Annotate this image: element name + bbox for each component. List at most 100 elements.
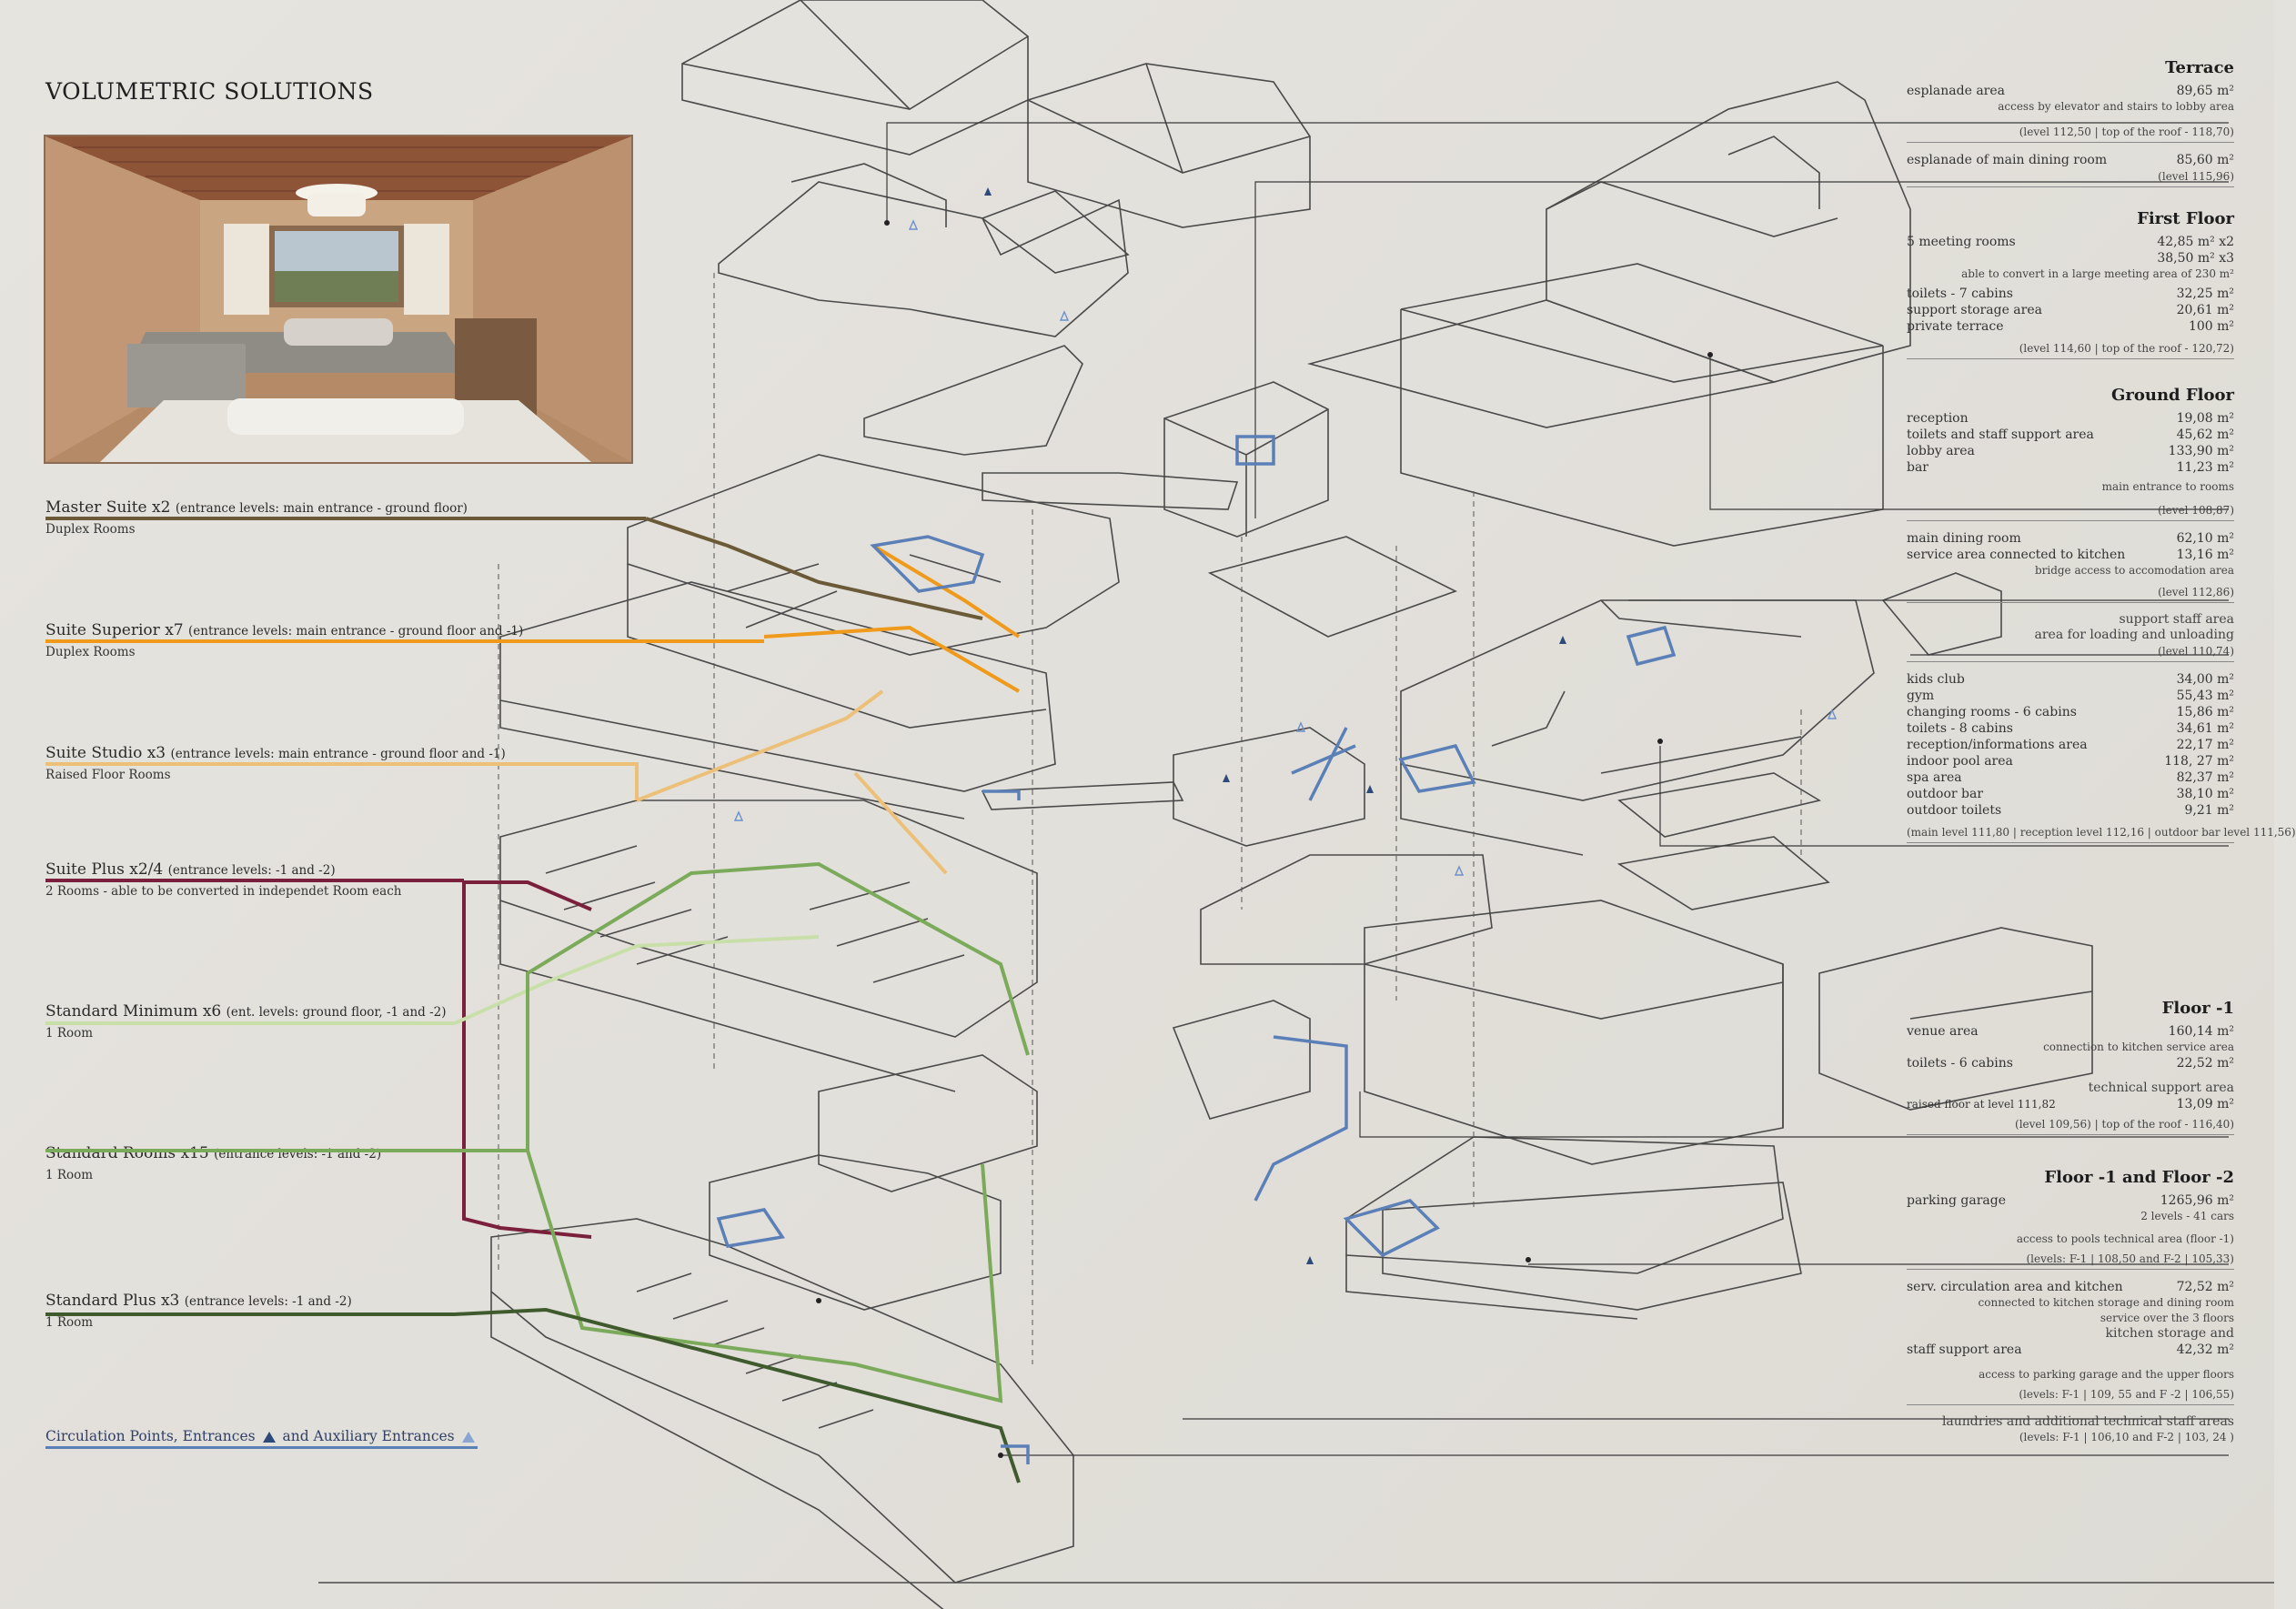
legend-suite-plus: Suite Plus x2/4 (entrance levels: -1 and… — [45, 860, 555, 899]
level-note: (level 110,74) — [1907, 643, 2234, 662]
legend-master-suite: Master Suite x2 (entrance levels: main e… — [45, 498, 555, 537]
legend-entrance: (ent. levels: ground floor, -1 and -2) — [226, 1005, 447, 1020]
area-value: 38,10 m² — [2176, 787, 2234, 801]
legend-entrance: (entrance levels: -1 and -2) — [184, 1294, 352, 1309]
note: laundries and additional technical staff… — [1941, 1414, 2234, 1429]
circulation-label: Circulation Points, Entrances — [45, 1428, 256, 1444]
area-name: toilets - 6 cabins — [1907, 1056, 2013, 1071]
area-name: esplanade of main dining room — [1907, 153, 2108, 167]
area-value: 13,16 m² — [2176, 548, 2234, 562]
note: kitchen storage and — [2105, 1326, 2235, 1341]
area-name: reception/informations area — [1907, 738, 2088, 752]
area-value: 9,21 m² — [2184, 803, 2234, 818]
legend-sub: 1 Room — [45, 1315, 94, 1330]
level-note: (level 109,56) | top of the roof - 116,4… — [1907, 1116, 2234, 1135]
area-value: 20,61 m² — [2176, 303, 2234, 317]
area-value: 160,14 m² — [2168, 1024, 2234, 1039]
area-name: parking garage — [1907, 1193, 2006, 1208]
area-value: 34,00 m² — [2176, 672, 2234, 687]
area-value: 85,60 m² — [2176, 153, 2234, 167]
note: bridge access to accomodation area — [2034, 564, 2234, 577]
area-name: staff support area — [1907, 1343, 2022, 1357]
circulation-legend: Circulation Points, Entrances and Auxili… — [45, 1428, 478, 1449]
note: able to convert in a large meeting area … — [1961, 267, 2234, 280]
note: technical support area — [2088, 1081, 2234, 1095]
area-value: 55,43 m² — [2176, 689, 2234, 703]
note: connected to kitchen storage and dining … — [1978, 1296, 2234, 1309]
note: access to pools technical area (floor -1… — [2016, 1232, 2234, 1245]
legend-entrance: (entrance levels: main entrance - ground… — [188, 624, 524, 639]
area-name: outdoor bar — [1907, 787, 1984, 801]
legend-sub: 1 Room — [45, 1168, 94, 1182]
area-name: serv. circulation area and kitchen — [1907, 1280, 2123, 1294]
legend-entrance: (entrance levels: -1 and -2) — [167, 863, 336, 878]
area-name: reception — [1907, 411, 1969, 426]
area-value: 34,61 m² — [2176, 721, 2234, 736]
level-note: (levels: F-1 | 108,50 and F-2 | 105,33) — [1907, 1251, 2234, 1270]
area-value: 13,09 m² — [2176, 1097, 2234, 1111]
note: service over the 3 floors — [2100, 1312, 2234, 1324]
interior-render-image — [44, 135, 633, 464]
legend-standard-minimum: Standard Minimum x6 (ent. levels: ground… — [45, 1002, 555, 1041]
legend-name: Standard Plus x3 — [45, 1292, 180, 1310]
area-name: private terrace — [1907, 319, 2004, 334]
legend-name: Standard Minimum x6 — [45, 1002, 222, 1021]
legend-name: Suite Studio x3 — [45, 744, 166, 762]
level-note: (level 112,86) — [1907, 584, 2234, 603]
legend-entrance: (entrance levels: main entrance - ground… — [170, 747, 506, 761]
area-name: gym — [1907, 689, 1935, 703]
area-name: main dining room — [1907, 531, 2021, 546]
area-value: 32,25 m² — [2176, 287, 2234, 301]
level-note: (level 108,87) — [1907, 502, 2234, 521]
level-note: (levels: F-1 | 106,10 and F-2 | 103, 24 … — [2019, 1431, 2234, 1443]
area-value: 42,32 m² — [2176, 1343, 2234, 1357]
area-name: lobby area — [1907, 444, 1975, 458]
legend-suite-studio: Suite Studio x3 (entrance levels: main e… — [45, 744, 555, 782]
legend-name: Master Suite x2 — [45, 498, 171, 517]
area-name: toilets - 7 cabins — [1907, 287, 2013, 301]
legend-standard-rooms: Standard Rooms x15 (entrance levels: -1 … — [45, 1144, 555, 1182]
area-value: 38,50 m² x3 — [2157, 251, 2234, 266]
area-name: changing rooms - 6 cabins — [1907, 705, 2077, 719]
legend-sub: Duplex Rooms — [45, 645, 136, 659]
note: connection to kitchen service area — [2043, 1041, 2234, 1053]
area-name: raised floor at level 111,82 — [1907, 1098, 2056, 1111]
area-name: service area connected to kitchen — [1907, 548, 2126, 562]
area-value: 100 m² — [2188, 319, 2234, 334]
panel-heading: First Floor — [2137, 209, 2234, 228]
level-note: (level 114,60 | top of the roof - 120,72… — [1907, 340, 2234, 359]
note: main entrance to rooms — [2101, 480, 2234, 493]
area-value: 133,90 m² — [2168, 444, 2234, 458]
entrance-triangle-icon — [262, 1432, 276, 1443]
note: area for loading and unloading — [2034, 628, 2234, 642]
note: access by elevator and stairs to lobby a… — [1998, 100, 2234, 113]
legend-standard-plus: Standard Plus x3 (entrance levels: -1 an… — [45, 1292, 555, 1330]
legend-name: Suite Superior x7 — [45, 621, 184, 639]
area-name: toilets - 8 cabins — [1907, 721, 2013, 736]
area-value: 62,10 m² — [2176, 531, 2234, 546]
level-note: (level 112,50 | top of the roof - 118,70… — [1907, 124, 2234, 143]
legend-suite-superior: Suite Superior x7 (entrance levels: main… — [45, 621, 555, 659]
legend-entrance: (entrance levels: -1 and -2) — [214, 1147, 382, 1161]
area-name: venue area — [1907, 1024, 1979, 1039]
area-value: 72,52 m² — [2176, 1280, 2234, 1294]
area-value: 45,62 m² — [2176, 427, 2234, 442]
area-name: toilets and staff support area — [1907, 427, 2094, 442]
legend-sub: Raised Floor Rooms — [45, 768, 171, 782]
level-note: (level 115,96) — [1907, 168, 2234, 187]
bedroom-render — [45, 136, 631, 462]
legend-sub: 2 Rooms - able to be converted in indepe… — [45, 884, 402, 899]
note: access to parking garage and the upper f… — [1979, 1368, 2234, 1381]
note: support staff area — [2119, 612, 2234, 627]
area-value: 22,52 m² — [2176, 1056, 2234, 1071]
area-name: support storage area — [1907, 303, 2042, 317]
auxiliary-entrance-triangle-icon — [461, 1432, 475, 1443]
area-value: 118, 27 m² — [2164, 754, 2234, 769]
level-note: (levels: F-1 | 109, 55 and F -2 | 106,55… — [1907, 1386, 2234, 1405]
area-name: indoor pool area — [1907, 754, 2013, 769]
